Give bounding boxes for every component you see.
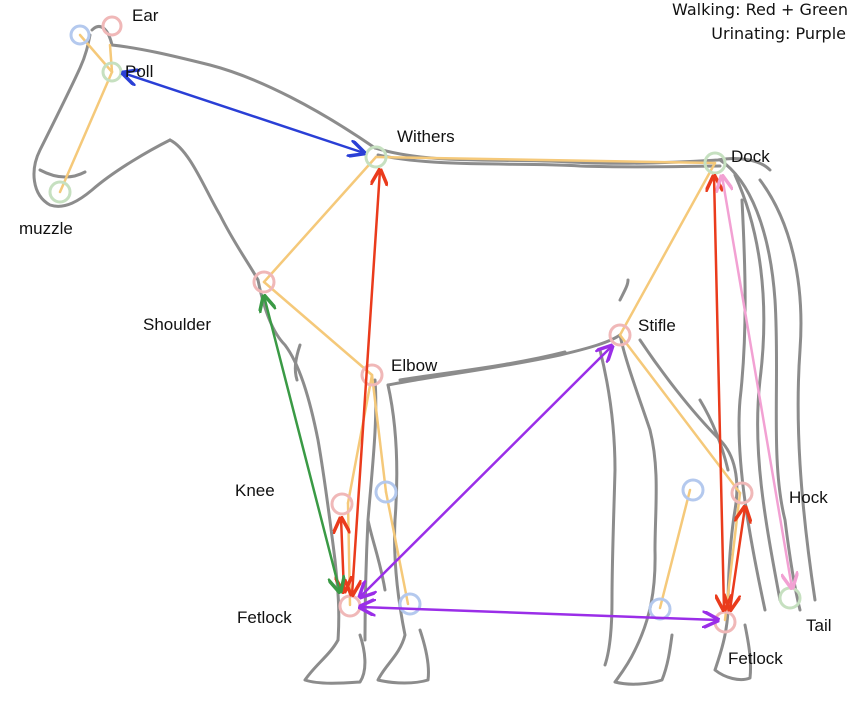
arrow-knee-fetlock [341, 518, 344, 592]
label-tail: Tail [806, 617, 832, 634]
arrow-shoulder-fetlock [264, 296, 340, 592]
label-stifle: Stifle [638, 317, 676, 334]
label-shoulder: Shoulder [143, 316, 211, 333]
keypoint-fetlock-front-blue [400, 594, 420, 614]
keypoint-hock-blue [683, 480, 703, 500]
label-knee: Knee [235, 482, 275, 499]
arrow-poll-withers [123, 73, 364, 153]
legend-urinating: Urinating: Purple [711, 26, 846, 42]
keypoint-ear-red [103, 17, 121, 35]
label-ear: Ear [132, 7, 158, 24]
label-fetlock-hind: Fetlock [728, 650, 783, 667]
arrow-dock-fetlock [714, 176, 724, 610]
arrows [123, 73, 792, 620]
label-hock: Hock [789, 489, 828, 506]
label-fetlock-front: Fetlock [237, 609, 292, 626]
label-poll: Poll [125, 63, 153, 80]
label-muzzle: muzzle [19, 220, 73, 237]
label-dock: Dock [731, 148, 770, 165]
label-withers: Withers [397, 128, 455, 145]
label-elbow: Elbow [391, 357, 437, 374]
legend-walking: Walking: Red + Green [672, 2, 848, 18]
